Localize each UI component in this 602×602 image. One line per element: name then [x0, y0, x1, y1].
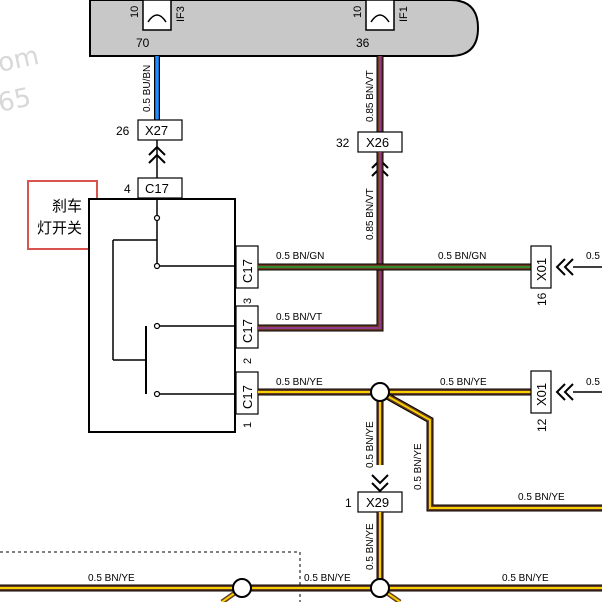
- connector-x01-b-id: X01: [534, 383, 549, 406]
- junction-node: [232, 578, 252, 598]
- connector-x27: [137, 119, 183, 141]
- junction-node: [370, 578, 390, 598]
- chevron-left-icon: [555, 383, 574, 401]
- wire-bn-ye-branch-stripe: [379, 391, 602, 509]
- wire-label-bn-ye-bottom-right: 0.5 BN/YE: [502, 573, 549, 584]
- connector-x01-a: [530, 245, 552, 289]
- connector-c17-b-pin: 2: [242, 358, 254, 364]
- wire-label-bn-vt-mid: 0.85 BN/VT: [365, 188, 376, 240]
- connector-x01-b-pin: 12: [535, 418, 549, 432]
- fuse-right-icon: [370, 14, 390, 23]
- wire-label-bn-ye-bottom-mid: 0.5 BN/YE: [304, 573, 351, 584]
- switch-contact: [153, 390, 161, 398]
- dashed-boundary: [0, 551, 301, 602]
- wire-label-bn-ye-vert3: 0.5 BN/YE: [518, 492, 565, 503]
- wire-bn-vt-mid: [258, 152, 383, 331]
- fuse-left-rating: 10: [129, 6, 141, 18]
- wire-label-cut-right-2: 0.5: [586, 377, 600, 388]
- chevron-left-icon: [555, 258, 574, 276]
- wire-label-bn-ye-branch: 0.5 BN/YE: [413, 443, 424, 490]
- wire-label-bn-gn-right: 0.5 BN/GN: [438, 251, 486, 262]
- watermark-line1: om: [0, 41, 42, 79]
- connector-c17-c-pin: 1: [242, 422, 254, 428]
- connector-c17-a-id: C17: [240, 259, 255, 283]
- connector-x01-b: [530, 370, 552, 414]
- fuse-right-name: IF1: [398, 6, 410, 22]
- wire-bn-vt-mid-outline: [258, 152, 384, 332]
- pin-right: 36: [356, 36, 370, 50]
- connector-x26-id: X26: [366, 135, 389, 150]
- connector-c17-top-id: C17: [145, 181, 169, 196]
- pin-left: 70: [136, 36, 150, 50]
- connector-x01-a-id: X01: [534, 258, 549, 281]
- switch-contact: [153, 262, 161, 270]
- junction-node: [370, 382, 390, 402]
- watermark-line2: 65: [0, 83, 34, 119]
- connector-c17-top-pin: 4: [124, 182, 131, 196]
- connector-x29-pin: 1: [345, 496, 352, 510]
- fuse-right-rating: 10: [352, 6, 364, 18]
- wire-label-bn-ye-vert2: 0.5 BN/YE: [365, 523, 376, 570]
- wire-label-bn-gn-left: 0.5 BN/GN: [276, 251, 324, 262]
- wire-label-bn-ye-bottom-left: 0.5 BN/YE: [88, 573, 135, 584]
- wire-label-bu-bn: 0.5 BU/BN: [142, 65, 153, 112]
- switch-contact: [153, 214, 161, 222]
- connector-x26-pin: 32: [336, 136, 350, 150]
- connector-c17-a-pin: 3: [242, 298, 254, 304]
- connector-x27-id: X27: [145, 123, 168, 138]
- wire-label-bn-vt-low: 0.5 BN/VT: [276, 312, 322, 323]
- wire-label-cut-right-1: 0.5: [586, 251, 600, 262]
- connector-c17-c-id: C17: [240, 385, 255, 409]
- connector-x01-a-pin: 16: [535, 292, 549, 306]
- fuse-left-name: IF3: [175, 6, 187, 22]
- wire-label-bn-vt-upper: 0.85 BN/VT: [365, 70, 376, 122]
- fuse-left-icon: [147, 14, 167, 23]
- wire-label-bn-ye-vert1: 0.5 BN/YE: [365, 421, 376, 468]
- wire-label-bn-ye-left: 0.5 BN/YE: [276, 377, 323, 388]
- brake-switch-body: [88, 198, 236, 433]
- switch-contact: [153, 322, 161, 330]
- connector-c17-b-id: C17: [240, 319, 255, 343]
- connector-x29-id: X29: [366, 495, 389, 510]
- chevron-down-icon: [371, 474, 389, 493]
- highlight-box: [27, 180, 98, 250]
- wire-label-bn-ye-right: 0.5 BN/YE: [440, 377, 487, 388]
- connector-x27-pin: 26: [116, 124, 130, 138]
- component-label-line1: 刹车: [52, 197, 82, 215]
- component-label-line2: 灯开关: [37, 219, 82, 237]
- wire-bn-vt-mid-stripe: [258, 152, 381, 329]
